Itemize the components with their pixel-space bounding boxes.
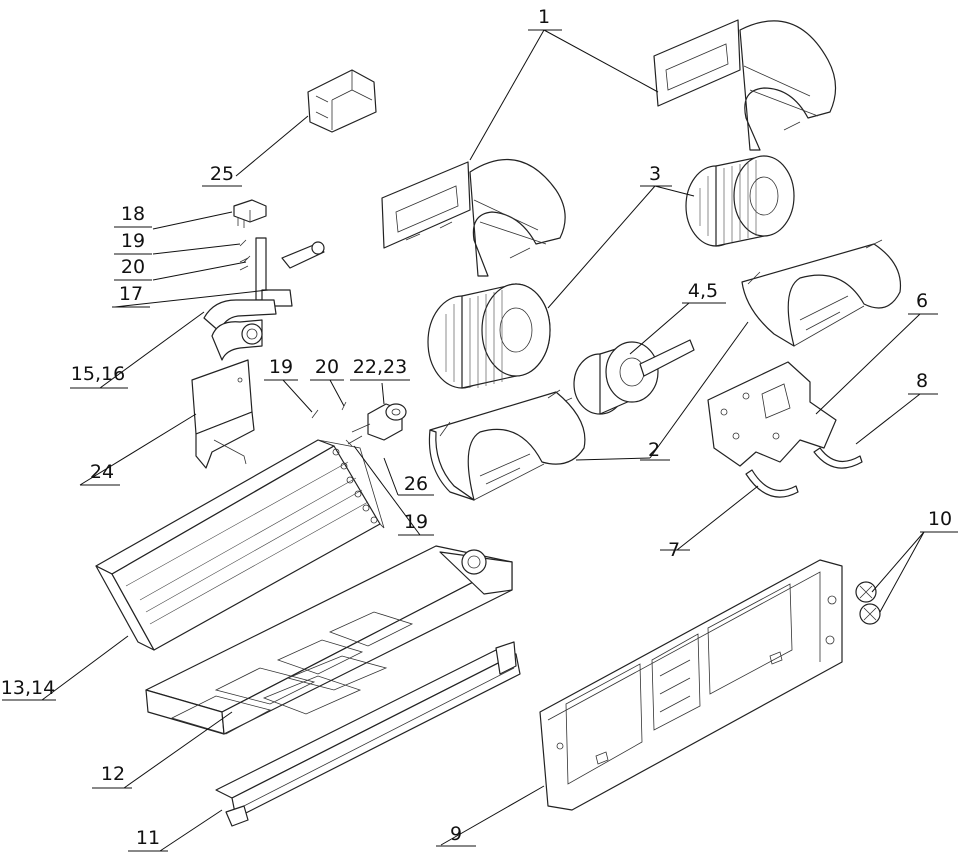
svg-text:19: 19 bbox=[121, 230, 145, 252]
svg-text:17: 17 bbox=[119, 283, 143, 305]
callout-7: 7 bbox=[660, 539, 690, 561]
svg-text:19: 19 bbox=[404, 511, 428, 533]
svg-text:2: 2 bbox=[648, 439, 660, 461]
svg-text:1: 1 bbox=[538, 6, 550, 28]
callout-3: 3 bbox=[640, 163, 672, 187]
svg-text:20: 20 bbox=[315, 356, 339, 378]
part-4-5-motor bbox=[539, 339, 695, 415]
callout-26: 26 bbox=[398, 473, 434, 496]
part-12-drain-pan bbox=[145, 545, 513, 735]
svg-text:8: 8 bbox=[916, 370, 928, 392]
part-6-mounting-plate bbox=[707, 361, 837, 467]
callout-labels: 1 2 3 4,5 6 7 8 9 bbox=[1, 6, 958, 852]
part-22-23-valve-body bbox=[347, 403, 407, 445]
svg-text:11: 11 bbox=[136, 827, 160, 849]
callout-4-5: 4,5 bbox=[682, 280, 726, 304]
callout-20-middle: 20 bbox=[310, 356, 344, 381]
callout-19-lower: 19 bbox=[398, 511, 434, 536]
svg-text:18: 18 bbox=[121, 203, 145, 225]
part-25-junction-box bbox=[307, 69, 377, 133]
callout-19-left: 19 bbox=[114, 230, 152, 255]
callout-2: 2 bbox=[640, 439, 670, 461]
svg-text:22,23: 22,23 bbox=[353, 356, 407, 378]
svg-text:4,5: 4,5 bbox=[688, 280, 718, 302]
part-11-drain-tray bbox=[215, 641, 521, 827]
callout-10: 10 bbox=[920, 508, 958, 533]
part-9-chassis-panel bbox=[539, 559, 843, 811]
callout-22-23: 22,23 bbox=[350, 356, 410, 381]
callout-24: 24 bbox=[80, 461, 120, 486]
callout-1: 1 bbox=[528, 6, 562, 31]
part-7-strap bbox=[745, 469, 799, 498]
svg-text:24: 24 bbox=[90, 461, 114, 483]
callout-9: 9 bbox=[436, 823, 476, 847]
callout-18: 18 bbox=[114, 203, 152, 228]
callout-15-16: 15,16 bbox=[70, 363, 128, 389]
svg-text:9: 9 bbox=[450, 823, 462, 845]
callout-6: 6 bbox=[908, 290, 938, 315]
svg-text:26: 26 bbox=[404, 473, 428, 495]
part-2-lower-housing-left bbox=[428, 389, 586, 501]
part-8-strap bbox=[813, 447, 863, 469]
part-3-fan-wheel-left bbox=[427, 283, 551, 389]
part-10-grommets bbox=[855, 581, 881, 625]
svg-text:3: 3 bbox=[649, 163, 661, 185]
callout-19-middle: 19 bbox=[264, 356, 298, 381]
callout-8: 8 bbox=[908, 370, 938, 395]
part-3-fan-wheel-right bbox=[685, 155, 795, 247]
coil-tube-bends bbox=[332, 448, 378, 524]
svg-text:25: 25 bbox=[210, 163, 234, 185]
svg-text:6: 6 bbox=[916, 290, 928, 312]
part-18-valve-head bbox=[233, 199, 267, 228]
svg-text:10: 10 bbox=[928, 508, 952, 530]
part-24-bracket bbox=[191, 359, 255, 469]
leader-lines bbox=[41, 29, 925, 852]
svg-text:12: 12 bbox=[101, 763, 125, 785]
part-1-scroll-housing-right bbox=[653, 19, 837, 151]
svg-text:15,16: 15,16 bbox=[71, 363, 125, 385]
part-1-scroll-housing-left bbox=[381, 158, 566, 277]
svg-text:20: 20 bbox=[121, 256, 145, 278]
callout-17: 17 bbox=[112, 283, 150, 308]
callout-20-left: 20 bbox=[114, 256, 152, 281]
drain-pan-cutouts bbox=[170, 611, 414, 735]
part-13-14-coil bbox=[95, 439, 385, 651]
svg-text:13,14: 13,14 bbox=[1, 677, 55, 699]
callout-11: 11 bbox=[128, 827, 168, 852]
part-17-valve-pipes bbox=[239, 237, 325, 307]
part-2-lower-housing-right bbox=[741, 239, 902, 347]
svg-text:19: 19 bbox=[269, 356, 293, 378]
callout-13-14: 13,14 bbox=[1, 677, 56, 701]
part-15-16-piping bbox=[203, 299, 277, 361]
callout-25: 25 bbox=[202, 163, 242, 187]
callout-12: 12 bbox=[92, 763, 132, 789]
